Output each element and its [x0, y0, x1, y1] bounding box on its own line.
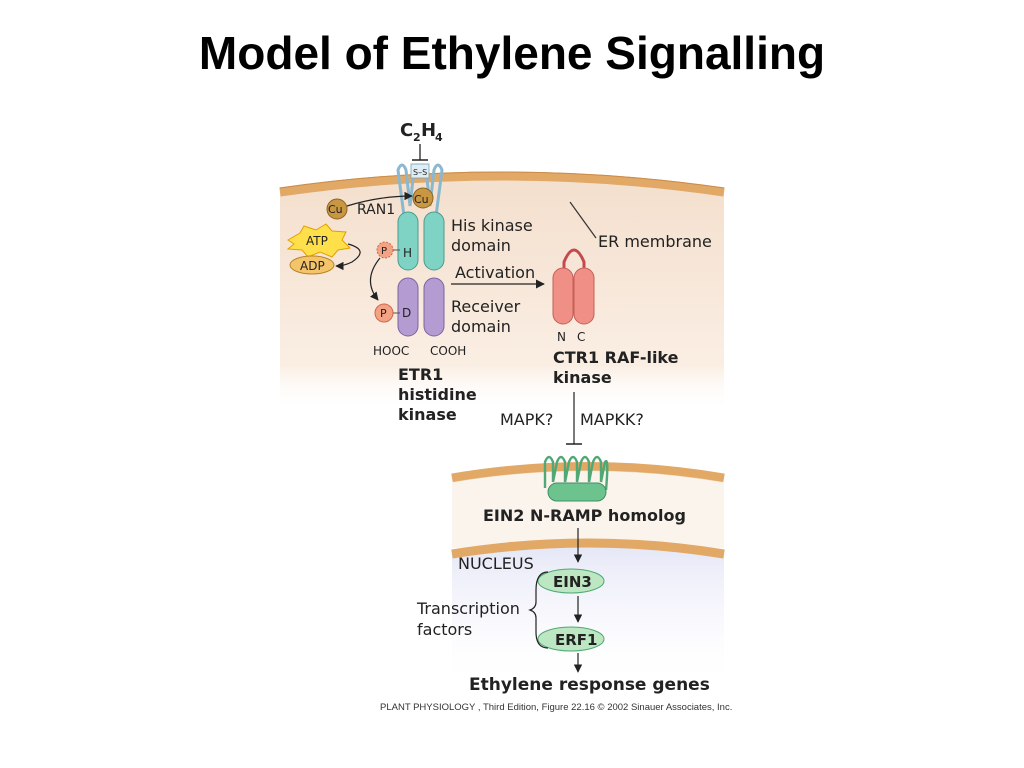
svg-text:domain: domain [451, 236, 511, 255]
copper-receptor [412, 187, 434, 209]
figure-credit: PLANT PHYSIOLOGY , Third Edition, Figure… [380, 702, 733, 713]
mapkk-label: MAPKK? [580, 410, 644, 429]
erf1-oval [537, 626, 605, 652]
svg-text:Cu: Cu [328, 203, 343, 216]
ctr1-linker [562, 248, 586, 272]
ethylene-ligand: C 2 H 4 [400, 120, 443, 144]
ein2-domain [547, 482, 607, 502]
hooc-terminus: HOOC [373, 344, 409, 358]
svg-text:P: P [380, 307, 387, 320]
slide-title: Model of Ethylene Signalling [198, 27, 826, 79]
ctr1-domain-left [552, 267, 574, 325]
er-membrane [279, 171, 725, 197]
svg-text:4: 4 [435, 131, 443, 144]
ctr1-domain-right [573, 267, 595, 325]
atp-burst [286, 223, 352, 258]
transcription-factor-bracket [528, 571, 549, 649]
his-kinase-domain-right [423, 211, 445, 271]
svg-text:2: 2 [413, 131, 421, 144]
svg-text:kinase: kinase [553, 368, 612, 387]
etr1-label: ETR1 [398, 365, 443, 384]
cytosol-region [280, 177, 724, 412]
adp-oval [289, 255, 335, 275]
svg-text:histidine: histidine [398, 385, 477, 404]
svg-text:ERF1: ERF1 [555, 631, 597, 649]
aspartate-label: D [402, 306, 411, 320]
histidine-label: H [403, 246, 412, 260]
svg-text:P: P [381, 246, 387, 257]
n-terminus: N [557, 330, 566, 344]
mapk-label: MAPK? [500, 410, 553, 429]
activation-label: Activation [455, 263, 535, 282]
transcription-factors-label: Transcription [416, 599, 520, 618]
svg-text:ADP: ADP [300, 259, 325, 273]
svg-text:H: H [421, 120, 436, 141]
ein2-transmembrane-coil [543, 455, 609, 491]
ein2-label: EIN2 N-RAMP homolog [483, 506, 686, 525]
svg-text:domain: domain [451, 317, 511, 336]
cooh-terminus: COOH [430, 344, 466, 358]
svg-text:C: C [400, 120, 413, 141]
copper-ran1 [326, 198, 348, 220]
c-terminus: C [577, 330, 585, 344]
svg-text:factors: factors [417, 620, 472, 639]
his-kinase-domain-left [397, 211, 419, 271]
receiver-domain-right [423, 277, 445, 337]
svg-text:Cu: Cu [414, 193, 429, 206]
ethylene-response-genes-label: Ethylene response genes [469, 675, 710, 695]
svg-text:kinase: kinase [398, 405, 457, 424]
ein3-oval [537, 568, 605, 594]
er-membrane-label: ER membrane [598, 232, 712, 251]
nuclear-membrane [451, 538, 725, 559]
ran1-label: RAN1 [357, 202, 395, 218]
his-kinase-domain-label: His kinase [451, 216, 533, 235]
svg-text:EIN3: EIN3 [553, 573, 592, 591]
disulfide-label: S–S [413, 168, 427, 177]
nucleus-region [452, 543, 724, 680]
svg-text:ATP: ATP [306, 234, 328, 248]
ctr1-label: CTR1 RAF-like [553, 348, 679, 367]
nucleus-label: NUCLEUS [458, 554, 534, 573]
receiver-domain-label: Receiver [451, 297, 521, 316]
receiver-domain-left [397, 277, 419, 337]
